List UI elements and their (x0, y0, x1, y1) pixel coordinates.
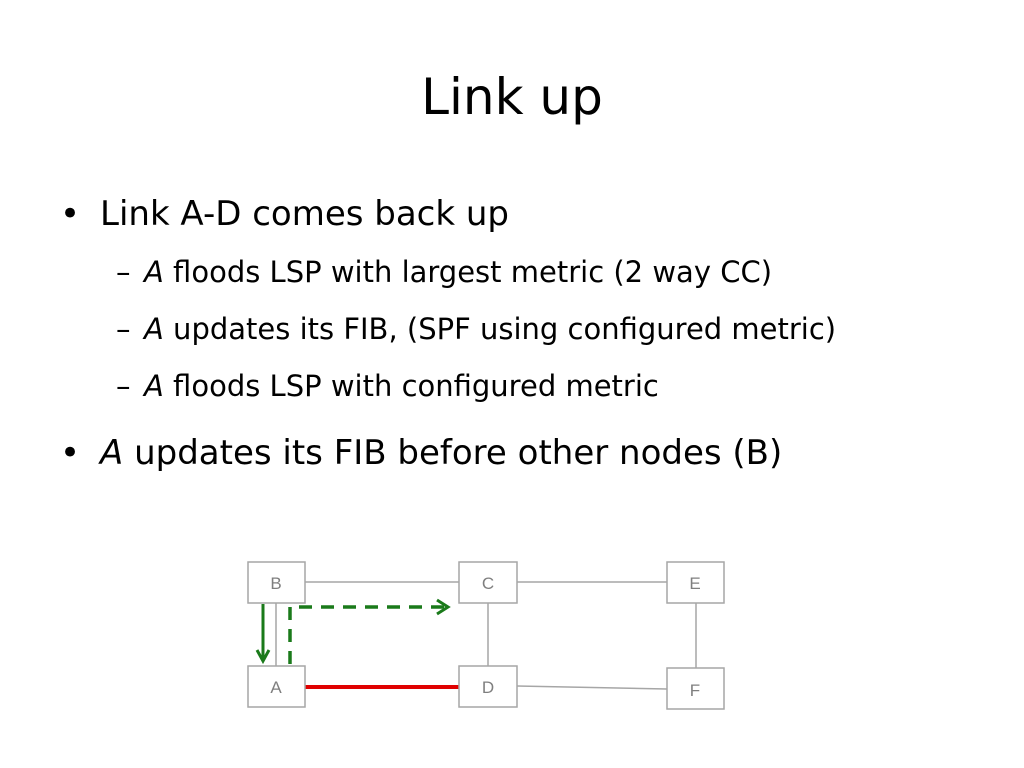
node-label: E (689, 574, 700, 593)
path-arrow-a-to-c-dashed (288, 605, 446, 664)
node-c: C (458, 561, 518, 604)
node-label: D (482, 678, 494, 697)
sub-bullet-marker: – (116, 312, 131, 346)
bullet-item: • Link A-D comes back up (60, 188, 980, 240)
sub-bullet-text: floods LSP with largest metric (2 way CC… (163, 255, 773, 289)
sub-bullet-text: floods LSP with configured metric (163, 369, 659, 403)
sub-bullet-marker: – (116, 369, 131, 403)
bullet-text: Link A-D comes back up (100, 194, 509, 234)
sub-bullet-marker: – (116, 255, 131, 289)
sub-bullet-item: –A floods LSP with largest metric (2 way… (60, 244, 980, 301)
bullet-subject: A (100, 433, 124, 473)
link-d-f (516, 685, 668, 690)
node-d: D (458, 665, 518, 708)
bullet-item: • A updates its FIB before other nodes (B… (60, 427, 980, 479)
node-label: A (270, 678, 282, 697)
bullet-text: updates its FIB before other nodes (B) (123, 433, 783, 473)
bullet-list: •Link A-D comes back up –A floods LSP wi… (60, 188, 980, 479)
sub-bullet-item: –A floods LSP with configured metric (60, 358, 980, 415)
node-label: F (690, 681, 700, 700)
sub-bullet-subject: A (144, 369, 164, 403)
bullet-marker: • (60, 433, 81, 473)
bullet-marker: • (60, 194, 81, 234)
arrowhead-icon (255, 649, 271, 665)
sub-bullet-subject: A (144, 255, 164, 289)
node-label: C (482, 574, 494, 593)
sub-bullet-text: updates its FIB, (SPF using configured m… (163, 312, 837, 346)
sub-bullet-item: –A updates its FIB, (SPF using configure… (60, 301, 980, 358)
node-b: B (247, 561, 306, 604)
node-label: B (270, 574, 281, 593)
arrowhead-icon (436, 598, 451, 616)
node-f: F (666, 667, 725, 710)
slide-title: Link up (421, 68, 603, 126)
sub-bullet-list: –A floods LSP with largest metric (2 way… (60, 244, 980, 415)
node-a: A (247, 665, 306, 708)
sub-bullet-subject: A (144, 312, 164, 346)
node-e: E (666, 561, 725, 604)
